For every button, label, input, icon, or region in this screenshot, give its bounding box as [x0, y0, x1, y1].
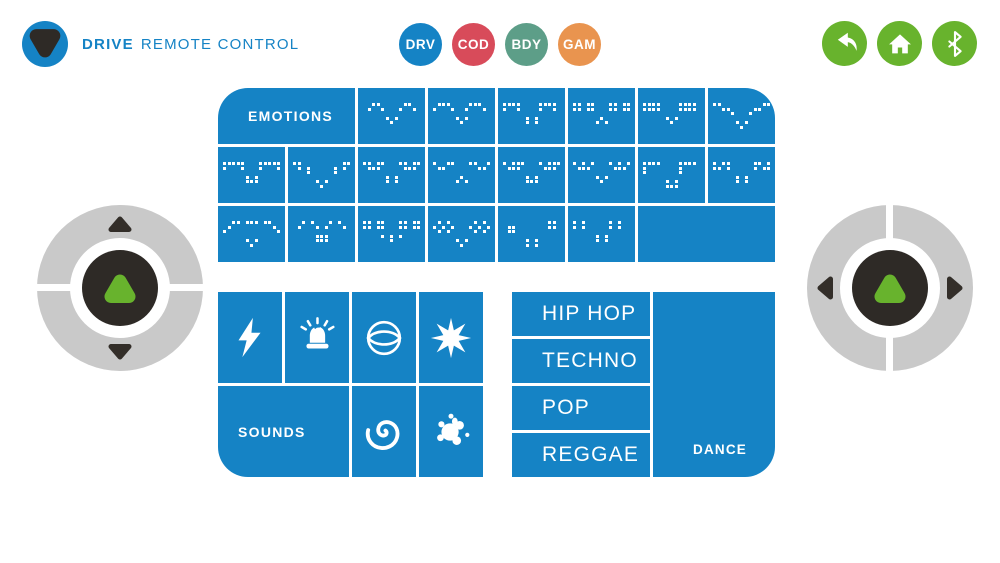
splat-icon — [437, 413, 470, 445]
arrow-up-icon — [108, 216, 132, 232]
dpad-vertical — [37, 205, 203, 371]
dance-label-cell: DANCE — [653, 292, 775, 477]
dpad-horizontal-center-button[interactable] — [852, 250, 928, 326]
emotion-neutral-face-icon — [503, 103, 560, 129]
dpad-vertical-center-button[interactable] — [82, 250, 158, 326]
emotion-bold-button[interactable] — [218, 147, 285, 203]
arrow-right-icon — [947, 276, 963, 300]
emotion-blank-face-icon — [643, 103, 700, 129]
page-title-rest: REMOTE CONTROL — [140, 36, 300, 53]
emotion-smile-face-icon — [363, 103, 420, 129]
emotions-blank-cell — [638, 206, 775, 262]
emotion-blank-button[interactable] — [638, 88, 705, 144]
emotion-sad-button[interactable] — [288, 147, 355, 203]
emotion-sleepy-face-icon — [363, 162, 420, 188]
back-arrow-icon — [837, 32, 857, 51]
tab-bdy-button[interactable]: BDY — [505, 23, 548, 66]
siren-icon — [300, 316, 335, 349]
sound-splat-button[interactable] — [419, 386, 483, 477]
tab-drv-button[interactable]: DRV — [399, 23, 442, 66]
dance-label: DANCE — [693, 442, 748, 457]
emotion-dizzy-face-icon — [433, 221, 490, 247]
emotion-annoyed-face-icon — [713, 162, 770, 188]
emotion-worried-face-icon — [643, 162, 700, 188]
emotion-surprised-button[interactable] — [568, 88, 635, 144]
emotion-surprised-face-icon — [573, 103, 630, 129]
dpad-down-button[interactable] — [105, 342, 135, 362]
emotion-smile-button[interactable] — [358, 88, 425, 144]
dpad-right-button[interactable] — [945, 273, 965, 303]
header-actions — [822, 21, 977, 66]
sounds-label: SOUNDS — [218, 386, 349, 477]
dpad-left-button[interactable] — [815, 273, 835, 303]
emotion-grin-button[interactable] — [428, 88, 495, 144]
emotions-panel: EMOTIONS — [218, 88, 775, 262]
home-button[interactable] — [877, 21, 922, 66]
emotion-grin-face-icon — [433, 103, 490, 129]
emotion-calm-button[interactable] — [568, 147, 635, 203]
emotion-bold-face-icon — [223, 162, 280, 188]
emotion-open-mouth-button[interactable] — [288, 206, 355, 262]
sound-siren-button[interactable] — [285, 292, 349, 383]
spiral-icon — [365, 419, 400, 450]
tab-cod-button[interactable]: COD — [452, 23, 495, 66]
arrow-down-icon — [108, 344, 132, 360]
genre-techno-button[interactable]: TECHNO — [512, 339, 650, 383]
sound-lightning-button[interactable] — [218, 292, 282, 383]
emotion-laugh-face-icon — [223, 221, 280, 247]
emotion-sad-face-icon — [293, 162, 350, 188]
arrow-left-icon — [817, 276, 833, 300]
emotion-annoyed-button[interactable] — [708, 147, 775, 203]
sound-orb-button[interactable] — [352, 292, 416, 383]
emotion-pleased-button[interactable] — [498, 147, 565, 203]
emotion-look-away-button[interactable] — [568, 206, 635, 262]
genre-reggae-button[interactable]: REGGAE — [512, 433, 650, 477]
orb-icon — [366, 320, 402, 355]
page-title-bold: DRIVE — [82, 36, 134, 53]
dpad-horizontal — [807, 205, 973, 371]
emotion-calm-face-icon — [573, 162, 630, 188]
genre-hip-hop-button[interactable]: HIP HOP — [512, 292, 650, 336]
back-button[interactable] — [822, 21, 867, 66]
sounds-panel: SOUNDS — [218, 292, 483, 477]
emotion-dizzy-button[interactable] — [428, 206, 495, 262]
lightning-icon — [238, 317, 261, 357]
bluetooth-button[interactable] — [932, 21, 977, 66]
burst-icon — [430, 317, 472, 358]
emotion-skeptic-button[interactable] — [428, 147, 495, 203]
emotion-angry-face-icon — [713, 103, 770, 129]
emotion-sleepy-button[interactable] — [358, 147, 425, 203]
sound-spiral-button[interactable] — [352, 386, 416, 477]
emotion-open-mouth-face-icon — [293, 221, 350, 247]
tab-gam-button[interactable]: GAM — [558, 23, 601, 66]
emotion-look-away-face-icon — [573, 221, 630, 247]
emotion-laugh-button[interactable] — [218, 206, 285, 262]
dpad-up-button[interactable] — [105, 214, 135, 234]
app-logo — [22, 21, 68, 67]
sound-burst-button[interactable] — [419, 292, 483, 383]
emotion-neutral-button[interactable] — [498, 88, 565, 144]
emotions-label: EMOTIONS — [218, 88, 355, 144]
home-icon — [888, 33, 911, 53]
emotion-shy-face-icon — [503, 221, 560, 247]
robot-logo-icon — [104, 274, 136, 303]
emotion-pleased-face-icon — [503, 162, 560, 188]
bluetooth-icon — [947, 30, 962, 57]
emotion-confused-face-icon — [363, 221, 420, 247]
emotion-shy-button[interactable] — [498, 206, 565, 262]
emotion-confused-button[interactable] — [358, 206, 425, 262]
emotion-skeptic-face-icon — [433, 162, 490, 188]
robot-logo-icon — [22, 21, 68, 67]
emotion-angry-button[interactable] — [708, 88, 775, 144]
page-title: DRIVE REMOTE CONTROL — [82, 36, 299, 53]
robot-logo-icon — [874, 274, 906, 303]
genre-pop-button[interactable]: POP — [512, 386, 650, 430]
emotion-worried-button[interactable] — [638, 147, 705, 203]
